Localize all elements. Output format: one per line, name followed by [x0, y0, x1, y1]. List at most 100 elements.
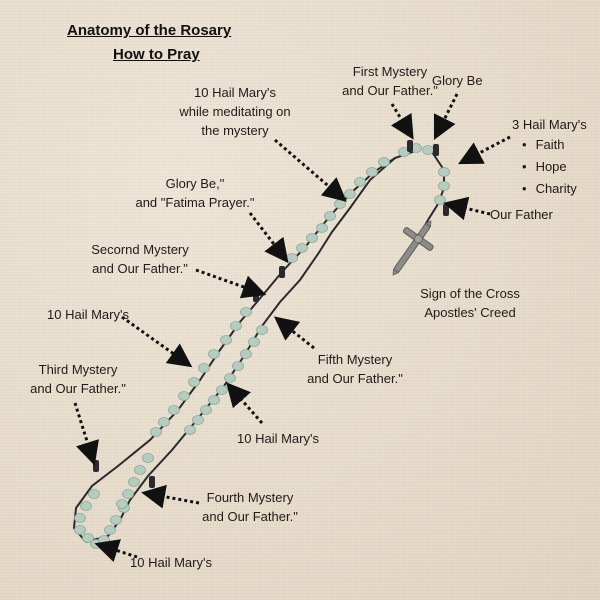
title-line-2: How to Pray — [113, 46, 200, 63]
arrow-ten-hail-left — [121, 315, 193, 368]
hail-mary-bead — [286, 253, 298, 263]
hail-mary-bead — [122, 489, 134, 499]
label-line: and Our Father." — [202, 509, 298, 524]
label-line: Secornd Mystery — [91, 242, 189, 257]
hail-mary-bead — [438, 181, 450, 191]
hail-mary-bead — [434, 195, 446, 205]
arrow-glory-be — [433, 93, 459, 141]
hail-mary-bead — [240, 307, 252, 317]
our-father-knot — [443, 204, 449, 216]
arrow-three-hail-marys — [458, 135, 511, 165]
pointer-arrows — [73, 93, 511, 563]
hail-mary-bead — [110, 515, 122, 525]
hail-mary-bead — [208, 395, 220, 405]
hail-mary-bead — [192, 415, 204, 425]
hail-mary-bead — [256, 325, 268, 335]
hail-mary-bead — [296, 243, 308, 253]
hail-mary-bead — [116, 499, 128, 509]
our-father-knot — [407, 140, 413, 152]
hail-mary-bead — [82, 533, 94, 543]
cord-strand — [419, 151, 445, 235]
hail-mary-bead — [188, 377, 200, 387]
label-second-mystery: Secornd Mystery and Our Father." — [80, 240, 200, 278]
label-line: while meditating on — [179, 104, 291, 119]
label-ten-hail-bottom: 10 Hail Mary's — [130, 555, 212, 570]
hail-mary-bead — [200, 405, 212, 415]
hail-mary-bead — [220, 335, 232, 345]
hail-mary-bead — [344, 189, 356, 199]
our-father-knot — [149, 476, 155, 488]
hail-mary-bead — [438, 167, 450, 177]
arrow-third-mystery — [73, 402, 99, 466]
hail-mary-bead — [198, 363, 210, 373]
hail-mary-bead — [216, 385, 228, 395]
hail-mary-bead — [168, 405, 180, 415]
label-line: 10 Hail Mary's — [194, 85, 276, 100]
label-line: and Our Father." — [30, 381, 126, 396]
hail-mary-bead — [208, 349, 220, 359]
title-line-1: Anatomy of the Rosary — [67, 22, 232, 39]
label-fifth-mystery: Fifth Mystery and Our Father." — [295, 350, 415, 388]
hail-mary-bead — [230, 321, 242, 331]
hail-mary-bead — [324, 211, 336, 221]
hail-mary-bead — [378, 157, 390, 167]
hail-mary-bead — [178, 391, 190, 401]
crucifix-icon — [392, 220, 434, 276]
hail-mary-bead — [316, 223, 328, 233]
arrow-ten-hail-mid — [226, 382, 264, 424]
hail-mary-bead — [354, 177, 366, 187]
hail-mary-bead — [158, 417, 170, 427]
label-first-mystery: First Mystery and Our Father." — [330, 62, 450, 100]
bullet-charity: Charity — [522, 181, 577, 196]
label-line: Fourth Mystery — [206, 490, 294, 505]
arrow-second-mystery — [195, 268, 267, 299]
our-father-knot — [279, 266, 285, 278]
bullet-hope: Hope — [522, 159, 567, 174]
hail-mary-bead — [134, 465, 146, 475]
hail-mary-bead — [74, 513, 86, 523]
cord-strand — [72, 149, 419, 543]
label-fourth-mystery: Fourth Mystery and Our Father." — [190, 488, 310, 526]
arrow-ten-hail-meditating — [274, 138, 347, 202]
our-father-knot — [93, 460, 99, 472]
label-line: and Our Father." — [307, 371, 403, 386]
hail-mary-bead — [184, 425, 196, 435]
label-line: Sign of the Cross — [420, 286, 520, 301]
label-ten-hail-left: 10 Hail Mary's — [47, 307, 129, 322]
hail-mary-bead — [232, 361, 244, 371]
label-line: First Mystery — [352, 64, 428, 79]
label-line: Apostles' Creed — [424, 305, 516, 320]
label-our-father: Our Father — [490, 207, 553, 222]
hail-mary-bead — [128, 477, 140, 487]
label-line: and "Fatima Prayer." — [135, 195, 255, 210]
label-line: Glory Be," — [165, 176, 225, 191]
arrow-fifth-mystery — [273, 316, 315, 350]
label-sign-of-cross: Sign of the Cross Apostles' Creed — [405, 284, 535, 322]
hail-mary-bead — [150, 427, 162, 437]
our-father-knot — [433, 144, 439, 156]
label-line: Fifth Mystery — [317, 352, 393, 367]
label-glory-be-fatima: Glory Be," and "Fatima Prayer." — [130, 174, 260, 212]
label-line: and Our Father." — [342, 83, 438, 98]
label-glory-be: Glory Be — [432, 73, 483, 88]
hail-mary-bead — [306, 233, 318, 243]
hail-mary-bead — [104, 525, 116, 535]
bullet-faith: Faith — [522, 137, 565, 152]
hail-mary-bead — [80, 501, 92, 511]
label-third-mystery: Third Mystery and Our Father." — [18, 360, 138, 398]
hail-mary-bead — [334, 199, 346, 209]
arrow-first-mystery — [390, 103, 414, 140]
hail-mary-bead — [224, 373, 236, 383]
hail-mary-bead — [366, 167, 378, 177]
hail-mary-bead — [88, 489, 100, 499]
hail-mary-bead — [98, 535, 110, 545]
label-line: Third Mystery — [38, 362, 118, 377]
hail-mary-bead — [142, 453, 154, 463]
label-line: the mystery — [201, 123, 269, 138]
label-line: and Our Father." — [92, 261, 188, 276]
hail-mary-bead — [74, 525, 86, 535]
label-ten-hail-meditating: 10 Hail Mary's while meditating on the m… — [170, 83, 300, 140]
hail-mary-bead — [248, 337, 260, 347]
